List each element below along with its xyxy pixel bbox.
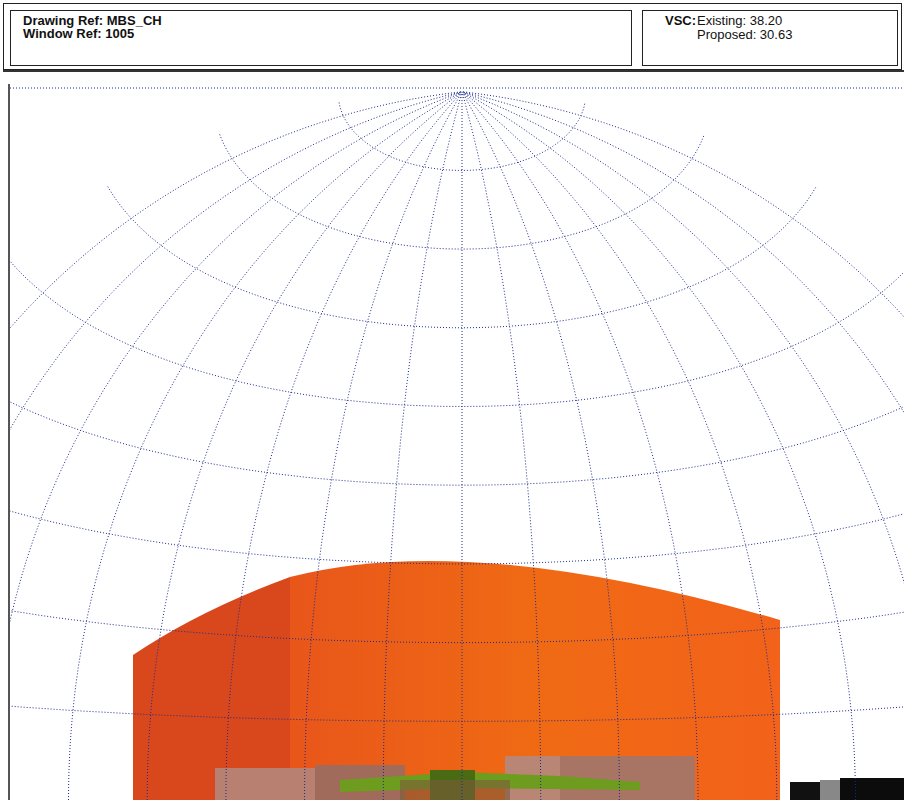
grid-curve	[10, 446, 904, 564]
grid-curve	[463, 92, 904, 800]
header-text: Existing: 38.20	[697, 14, 782, 28]
grid-curve	[147, 92, 461, 800]
header-text: Proposed: 30.63	[697, 28, 792, 42]
grid-curve	[462, 93, 463, 800]
grid-curve	[10, 92, 461, 800]
grid-curve	[10, 92, 461, 800]
grid-lines	[10, 88, 904, 800]
grid-curve	[10, 677, 904, 721]
grid-curve	[10, 345, 904, 486]
grid-curve	[69, 92, 462, 800]
grid-curve	[462, 92, 619, 800]
header-text: Drawing Ref: MBS_CH	[23, 14, 162, 28]
header-box: VSC:Existing: 38.20Proposed: 30.63	[642, 10, 898, 66]
grid-curve	[463, 92, 904, 800]
grid-curve	[463, 92, 904, 800]
grid-curve	[10, 558, 904, 643]
header-text: Window Ref: 1005	[23, 27, 134, 41]
grid-curve	[463, 92, 777, 800]
grid-curve	[305, 92, 462, 800]
grid-curve	[463, 92, 698, 800]
grid-curve	[10, 92, 461, 800]
header-box: Drawing Ref: MBS_CHWindow Ref: 1005	[10, 10, 632, 66]
zenith-line	[10, 88, 904, 89]
grid-curve	[383, 93, 462, 800]
grid-curve	[463, 92, 856, 800]
header-text: VSC:	[665, 14, 696, 28]
grid-curve	[462, 93, 541, 800]
grid-curve	[108, 187, 816, 328]
grid-curve	[226, 92, 462, 800]
grid-curve	[10, 257, 904, 406]
